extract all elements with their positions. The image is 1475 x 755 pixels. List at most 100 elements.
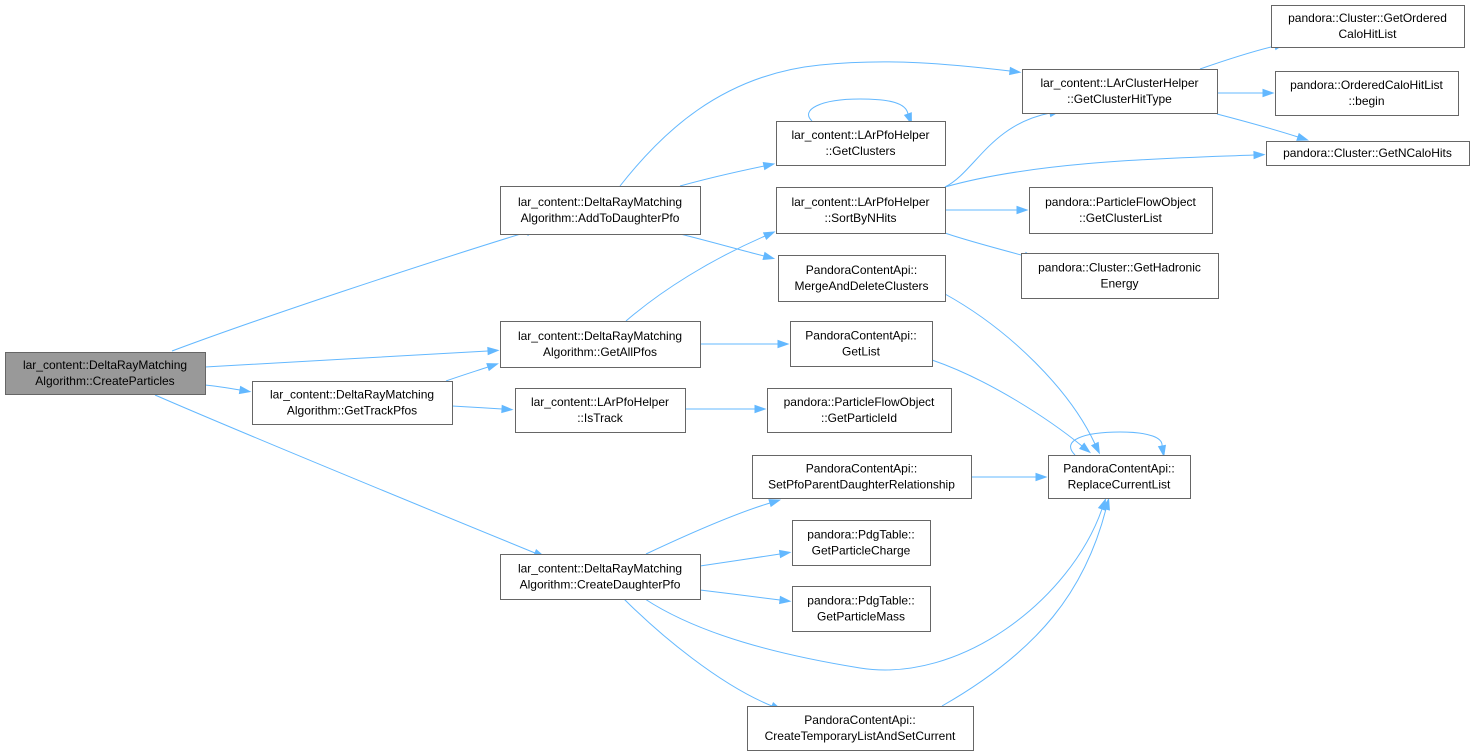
node-label-line: Energy — [1100, 277, 1138, 291]
edge-lar_cluster_get_hit_type-to-ordered_calo_hit_list_begin — [1217, 88, 1275, 98]
node-label-line: pandora::Cluster::GetNCaloHits — [1283, 146, 1452, 160]
node-label-line: Algorithm::GetTrackPfos — [287, 404, 417, 418]
node-box — [767, 388, 952, 433]
arrowhead-icon — [777, 339, 790, 349]
node-box — [778, 255, 946, 302]
node-label-line: pandora::ParticleFlowObject — [784, 395, 935, 409]
edge-line — [619, 61, 1011, 187]
edge-create_daughter_pfo-to-set_pfo_parent_daughter — [645, 499, 782, 555]
arrowhead-icon — [762, 231, 776, 241]
node-merge-and-delete-clusters[interactable]: PandoraContentApi::MergeAndDeleteCluster… — [778, 255, 946, 302]
node-label-line: PandoraContentApi:: — [1063, 462, 1174, 476]
edge-line — [941, 508, 1107, 707]
edge-line — [204, 384, 241, 391]
node-box — [776, 121, 946, 166]
node-label-line: GetList — [842, 345, 881, 359]
edge-line — [679, 233, 765, 257]
node-lar-pfo-is-track[interactable]: lar_content::LArPfoHelper::IsTrack — [515, 388, 686, 433]
edge-get_all_pfos-to-lar_pfo_sort_by_nhits — [625, 231, 776, 322]
edge-line — [1216, 113, 1299, 138]
edges-layer — [154, 42, 1309, 711]
edge-line — [679, 165, 765, 187]
edge-line — [1199, 45, 1276, 70]
node-label-line: lar_content::DeltaRayMatching — [518, 195, 682, 209]
edge-lar_pfo_is_track-to-pfo_get_particle_id — [685, 404, 767, 414]
node-label-line: lar_content::LArPfoHelper — [791, 128, 929, 142]
node-label-line: lar_content::LArPfoHelper — [791, 195, 929, 209]
node-set-pfo-parent-daughter[interactable]: PandoraContentApi::SetPfoParentDaughterR… — [752, 455, 972, 499]
arrowhead-icon — [1296, 132, 1309, 141]
edge-line — [625, 235, 766, 322]
node-box — [500, 321, 701, 368]
edge-line — [1070, 431, 1163, 456]
node-box — [792, 520, 931, 566]
node-pdg-get-particle-charge[interactable]: pandora::PdgTable::GetParticleCharge — [792, 520, 931, 566]
node-box — [1021, 253, 1219, 299]
edge-lar_pfo_get_clusters-to-lar_pfo_get_clusters — [808, 98, 912, 125]
edge-lar_pfo_sort_by_nhits-to-pfo_get_cluster_list — [944, 205, 1029, 215]
node-label-line: lar_content::LArClusterHelper — [1040, 76, 1198, 90]
node-label-line: PandoraContentApi:: — [806, 263, 917, 277]
edge-line — [171, 231, 528, 352]
node-box — [1029, 187, 1213, 234]
node-label-line: ::IsTrack — [577, 411, 624, 425]
arrowhead-icon — [501, 404, 514, 414]
node-box — [792, 586, 931, 632]
node-create-temporary-list[interactable]: PandoraContentApi::CreateTemporaryListAn… — [747, 706, 974, 751]
node-box — [1275, 71, 1459, 116]
arrowhead-icon — [1262, 88, 1275, 98]
node-pfo-get-particle-id[interactable]: pandora::ParticleFlowObject::GetParticle… — [767, 388, 952, 433]
edge-line — [944, 112, 1051, 188]
node-box — [790, 321, 933, 367]
edge-line — [699, 589, 781, 601]
node-box — [500, 554, 701, 600]
node-label-line: lar_content::DeltaRayMatching — [23, 358, 187, 372]
node-pdg-get-particle-mass[interactable]: pandora::PdgTable::GetParticleMass — [792, 586, 931, 632]
edge-lar_cluster_get_hit_type-to-cluster_get_n_calo_hits — [1216, 113, 1309, 141]
edge-get_all_pfos-to-get_list — [699, 339, 790, 349]
edge-line — [204, 350, 489, 368]
arrowhead-icon — [1078, 442, 1091, 454]
node-lar-pfo-get-clusters[interactable]: lar_content::LArPfoHelper::GetClusters — [776, 121, 946, 166]
node-get-list[interactable]: PandoraContentApi::GetList — [790, 321, 933, 367]
node-box — [1271, 5, 1465, 48]
edge-create_particles-to-get_track_pfos — [204, 384, 252, 395]
node-lar-pfo-sort-by-nhits[interactable]: lar_content::LArPfoHelper::SortByNHits — [776, 187, 946, 234]
node-box — [5, 352, 206, 395]
nodes-layer: lar_content::DeltaRayMatchingAlgorithm::… — [5, 5, 1470, 751]
node-replace-current-list[interactable]: PandoraContentApi::ReplaceCurrentList — [1048, 455, 1191, 499]
edge-line — [931, 359, 1083, 447]
edge-line — [154, 394, 536, 554]
edge-line — [944, 293, 1096, 445]
node-label-line: pandora::Cluster::GetOrdered — [1288, 11, 1447, 25]
node-ordered-calo-hit-list-begin[interactable]: pandora::OrderedCaloHitList::begin — [1275, 71, 1459, 116]
node-get-track-pfos[interactable]: lar_content::DeltaRayMatchingAlgorithm::… — [252, 381, 453, 425]
node-pfo-get-cluster-list[interactable]: pandora::ParticleFlowObject::GetClusterL… — [1029, 187, 1213, 234]
edge-merge_and_delete_clusters-to-replace_current_list — [944, 293, 1100, 455]
node-add-to-daughter-pfo[interactable]: lar_content::DeltaRayMatchingAlgorithm::… — [500, 186, 701, 235]
edge-create_temporary_list-to-replace_current_list — [941, 497, 1110, 707]
arrowhead-icon — [754, 404, 767, 414]
node-create-daughter-pfo[interactable]: lar_content::DeltaRayMatchingAlgorithm::… — [500, 554, 701, 600]
node-label-line: MergeAndDeleteClusters — [794, 279, 928, 293]
edge-add_to_daughter_pfo-to-lar_cluster_get_hit_type — [619, 61, 1022, 187]
node-label-line: pandora::PdgTable:: — [807, 594, 914, 608]
arrowhead-icon — [778, 549, 792, 559]
node-create-particles[interactable]: lar_content::DeltaRayMatchingAlgorithm::… — [5, 352, 206, 395]
arrowhead-icon — [762, 251, 776, 260]
arrowhead-icon — [1157, 444, 1167, 458]
node-label-line: ::GetClusterHitType — [1067, 92, 1172, 106]
node-label-line: pandora::ParticleFlowObject — [1045, 195, 1196, 209]
node-label-line: lar_content::DeltaRayMatching — [270, 388, 434, 402]
node-label-line: ::GetParticleId — [821, 411, 897, 425]
node-get-all-pfos[interactable]: lar_content::DeltaRayMatchingAlgorithm::… — [500, 321, 701, 368]
node-cluster-get-n-calo-hits[interactable]: pandora::Cluster::GetNCaloHits — [1266, 141, 1470, 166]
node-label-line: ::GetClusterList — [1079, 211, 1162, 225]
node-label-line: Algorithm::CreateDaughterPfo — [520, 578, 681, 592]
arrowhead-icon — [238, 385, 252, 395]
edge-get_track_pfos-to-lar_pfo_is_track — [451, 404, 514, 414]
node-lar-cluster-get-hit-type[interactable]: lar_content::LArClusterHelper::GetCluste… — [1022, 69, 1218, 114]
edge-add_to_daughter_pfo-to-lar_pfo_get_clusters — [679, 162, 776, 187]
